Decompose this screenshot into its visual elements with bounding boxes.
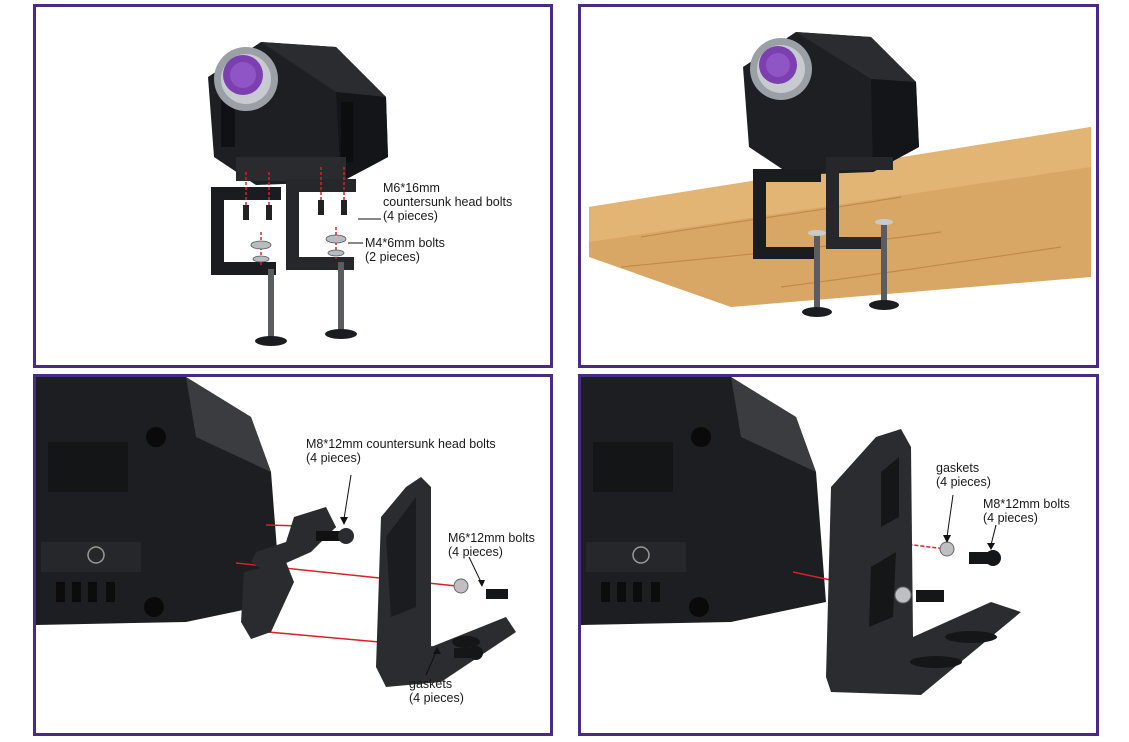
washers: [250, 234, 347, 263]
countersunk-bolt: [316, 531, 346, 541]
label-m8-12mm-countersunk-bolts: M8*12mm countersunk head bolts (4 pieces…: [306, 437, 496, 465]
threaded-rod: [814, 233, 820, 311]
wheel-base-side: [36, 377, 281, 625]
desk-clamp-left: [211, 187, 281, 275]
panel-clamp-mount-exploded: M6*16mm countersunk head bolts (4 pieces…: [33, 4, 553, 368]
wheel-base-side: [581, 377, 826, 625]
clamp-knob: [802, 307, 832, 317]
clamp-knob: [255, 336, 287, 346]
bolt-head: [338, 528, 354, 544]
label-m6-12mm-bolts: M6*12mm bolts (4 pieces): [448, 531, 535, 559]
desk-clamp-right: [826, 157, 893, 249]
label-m6-16mm-countersunk-bolts: M6*16mm countersunk head bolts (4 pieces…: [383, 181, 513, 223]
gasket: [453, 578, 469, 594]
panel-table-mount: [578, 4, 1099, 368]
wheel-base-unit: [743, 32, 919, 175]
bracket-side-illustration: [581, 377, 1021, 695]
table-mount-illustration: [589, 32, 1091, 317]
clamp-knob: [869, 300, 899, 310]
gasket: [894, 586, 912, 604]
panel-bracket-side: gaskets (4 pieces) M8*12mm bolts (4 piec…: [578, 374, 1099, 736]
desk-clamp-right: [286, 179, 356, 270]
m6-bolt: [486, 589, 508, 599]
power-icon: [87, 546, 105, 564]
threaded-rod: [338, 262, 344, 332]
bracket-exploded-illustration: [36, 377, 516, 687]
panel-bracket-exploded: M8*12mm countersunk head bolts (4 pieces…: [33, 374, 553, 736]
wheel-base-unit: [208, 42, 388, 185]
threaded-rod: [268, 269, 274, 339]
label-m8-12mm-bolts: M8*12mm bolts (4 pieces): [983, 497, 1070, 525]
label-gaskets: gaskets (4 pieces): [409, 677, 464, 705]
clamp-knob: [325, 329, 357, 339]
adapter-plate: [241, 562, 294, 639]
countersunk-bolts: [243, 200, 347, 220]
adapter-plate: [251, 507, 336, 572]
m8-bolt: [969, 552, 991, 564]
washer: [875, 219, 893, 225]
washer: [808, 230, 826, 236]
threaded-rod: [881, 222, 887, 304]
m8-bolt: [916, 590, 944, 602]
gasket: [939, 541, 955, 557]
m6-bolt: [454, 648, 476, 658]
clamp-mount-illustration: [208, 42, 388, 346]
power-icon: [632, 546, 650, 564]
label-m4-6mm-bolts: M4*6mm bolts (2 pieces): [365, 236, 445, 264]
label-gaskets: gaskets (4 pieces): [936, 461, 991, 489]
l-bracket: [826, 429, 1021, 695]
